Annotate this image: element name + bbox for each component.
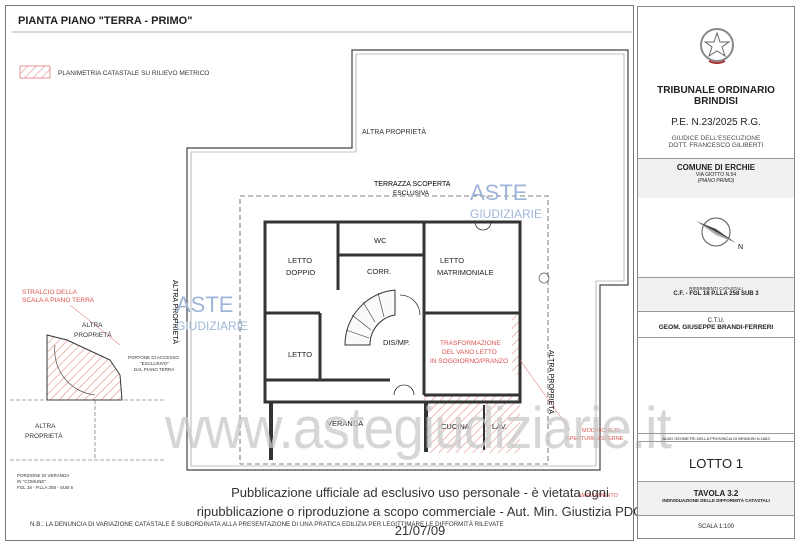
- ground-altra-2: PROPRIETÀ: [25, 431, 63, 440]
- stralcio-label: STRALCIO DELLA: [22, 289, 78, 296]
- notice-line-1: Pubblicazione ufficiale ad esclusivo uso…: [231, 485, 609, 500]
- veranda-comune-3: FGL 18 - P.LLA 258 - SUB 6: [17, 485, 74, 490]
- room-corr: CORR.: [367, 267, 391, 276]
- svg-text:GIUDIZIARIE: GIUDIZIARIE: [470, 207, 542, 221]
- stair-altra: ALTRA: [82, 322, 103, 329]
- drawing-title: PIANTA PIANO "TERRA - PRIMO": [18, 15, 192, 27]
- note-modifiche: MODIFICHE DI: [582, 428, 620, 434]
- svg-text:ASTE: ASTE: [176, 292, 233, 317]
- lot-boundary: [186, 49, 629, 471]
- court-city: BRINDISI: [694, 96, 738, 107]
- room-disimp: DIS/MP.: [383, 338, 410, 347]
- veranda-comune: PORZIONE DI VERANDA: [17, 473, 69, 478]
- comune: COMUNE DI ERCHIE: [676, 163, 756, 172]
- portone-label-3: DAL PIANO TERRA: [134, 367, 174, 372]
- watermark-site: www.astegiudiziarie.it: [165, 396, 672, 461]
- portone-label-2: "ESCLUSIVO": [140, 361, 169, 366]
- veranda-comune-2: IN "COMUNE": [17, 479, 46, 484]
- portone-label: PORTONE DI ACCESSO: [128, 355, 179, 360]
- floor: (PIANO PRIMO): [697, 178, 735, 184]
- note-modifiche-2: APERTURE ESTERNE: [566, 436, 624, 442]
- spiral-stair: [344, 289, 396, 346]
- svg-text:GIUDIZIARIE: GIUDIZIARIE: [176, 319, 248, 333]
- note-trasformazione: TRASFORMAZIONE: [440, 340, 501, 347]
- cadastral-ref: C.F. - FGL 18 P.LLA 258 SUB 3: [673, 291, 759, 297]
- north-arrow-icon: N: [696, 217, 743, 251]
- tavola: TAVOLA 3.2: [693, 489, 739, 498]
- judge-name: DOTT. FRANCESCO GILIBERTI: [668, 142, 764, 149]
- legend-label: PLANIMETRIA CATASTALE SU RILIEVO METRICO: [58, 70, 209, 77]
- drawing-frame: [5, 5, 634, 541]
- aste-logo: ASTE GIUDIZIARIE ASTE GIUDIZIARIE: [176, 180, 542, 333]
- label-altra-right: ALTRA PROPRIETÀ: [547, 350, 556, 414]
- note-trasformazione-3: IN SOGGIORNO/PRANZO: [430, 358, 508, 365]
- stair-altra-2: PROPRIETÀ: [74, 330, 112, 339]
- address: VIA GIOTTO N.54: [695, 172, 737, 178]
- room-wc: WC: [374, 236, 387, 245]
- room-letto-doppio-2: DOPPIO: [286, 268, 315, 277]
- note-ampliamento: AMPLIAMENTO: [578, 493, 619, 499]
- room-letto-matrimoniale-2: MATRIMONIALE: [437, 268, 494, 277]
- room-lav: LAV.: [492, 422, 507, 431]
- scale: SCALA 1:100: [697, 524, 735, 530]
- room-letto-doppio: LETTO: [288, 256, 312, 265]
- room-cucina: CUCINA: [441, 422, 470, 431]
- stralcio-label-2: SCALA A PIANO TERRA: [22, 297, 95, 304]
- svg-text:N: N: [738, 244, 743, 251]
- notice-line-2: ripubblicazione o riproduzione a scopo c…: [196, 504, 644, 538]
- emblem-icon: [700, 28, 734, 64]
- case-number: P.E. N.23/2025 R.G.: [671, 117, 761, 128]
- label-altra-left: ALTRA PROPRIETÀ: [171, 280, 180, 344]
- lotto: LOTTO 1: [689, 456, 743, 471]
- judge-role: GIUDICE DELL'ESECUZIONE: [671, 135, 761, 142]
- title-block: TRIBUNALE ORDINARIO BRINDISI P.E. N.23/2…: [637, 6, 795, 539]
- ctu-name: GEOM. GIUSEPPE BRANDI-FERRERI: [658, 324, 774, 331]
- label-altra-proprieta-top: ALTRA PROPRIETÀ: [362, 127, 426, 136]
- ground-altra: ALTRA: [35, 423, 56, 430]
- albo: ALBO GEOMETRI DELLA PROVINCIA DI BRINDIS…: [662, 436, 770, 441]
- label-terrace-2: ESCLUSIVA: [393, 190, 430, 197]
- changed-area-bedroom: [512, 315, 520, 375]
- ctu-label: C.T.U.: [707, 318, 725, 324]
- terrace-outline: [239, 195, 549, 465]
- label-terrace: TERRAZZA SCOPERTA: [374, 181, 451, 188]
- cadastral-label: RIFERIMENTI CATASTALI: [689, 286, 743, 291]
- court-name: TRIBUNALE ORDINARIO: [657, 85, 775, 96]
- room-letto: LETTO: [288, 350, 312, 359]
- note-trasformazione-2: DEL VANO LETTO: [442, 349, 497, 356]
- footnote: N.B.: LA DENUNCIA DI VARIAZIONE CATASTAL…: [30, 521, 504, 528]
- legend-swatch: [19, 65, 51, 79]
- room-letto-matrimoniale: LETTO: [440, 256, 464, 265]
- compass-small-icon: [538, 272, 550, 284]
- watermark-notice: Pubblicazione ufficiale ad esclusivo uso…: [190, 483, 650, 540]
- room-veranda: VERANDA: [327, 419, 363, 428]
- svg-text:ASTE: ASTE: [470, 180, 527, 205]
- changed-area-kitchen: [424, 395, 520, 453]
- tavola-desc: INDIVIDUAZIONE DELLE DIFFORMITÀ CATASTAL…: [662, 498, 770, 503]
